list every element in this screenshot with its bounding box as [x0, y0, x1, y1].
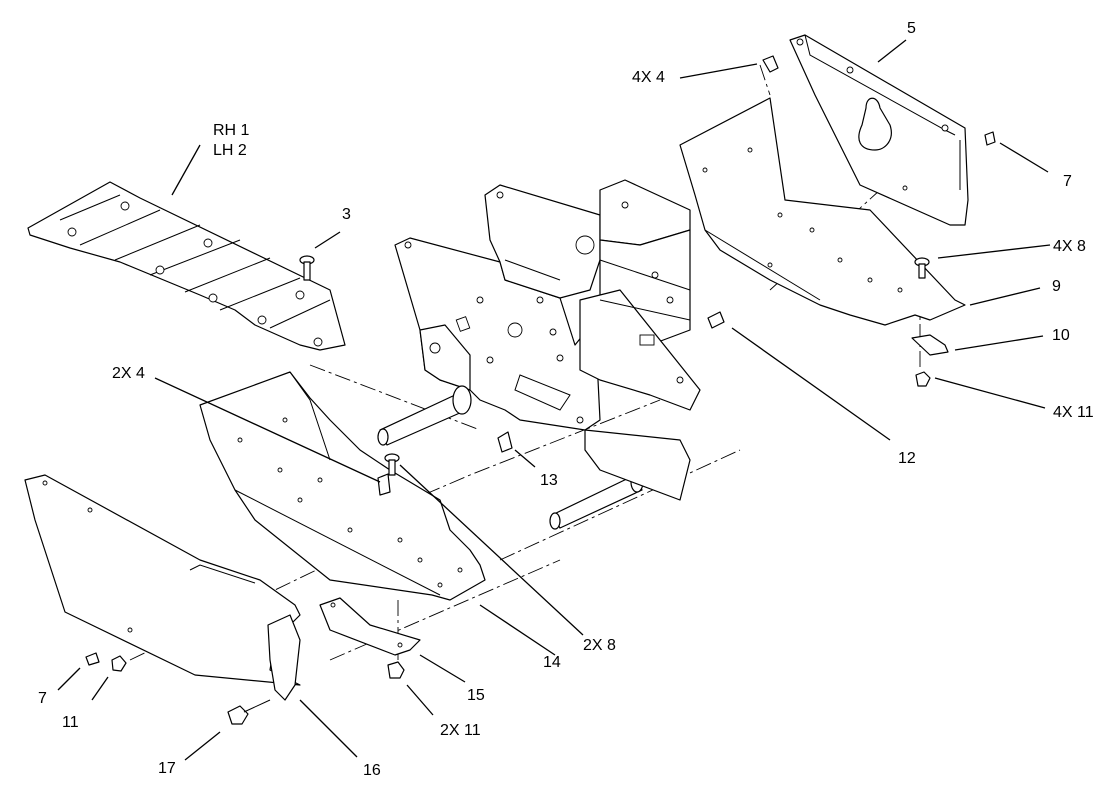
- bolt-17-icon: [227, 705, 249, 725]
- callout-lh2: LH 2: [213, 142, 247, 159]
- bracket-10-icon: [911, 334, 949, 356]
- bracket-13-icon: [497, 431, 513, 453]
- callout-16: 16: [363, 762, 381, 779]
- callout-11: 11: [62, 714, 79, 731]
- callout-2x11: 2X 11: [440, 722, 481, 739]
- callout-17: 17: [158, 760, 176, 777]
- bolt-12-icon: [707, 311, 725, 329]
- left-hardware: [85, 453, 405, 725]
- floor-pan-14: [199, 371, 486, 601]
- cover-5: [789, 34, 969, 226]
- callout-5: 5: [907, 20, 916, 37]
- bolt-7-right-icon: [984, 131, 996, 146]
- callout-15: 15: [467, 687, 485, 704]
- nut-11-left-icon: [111, 655, 127, 672]
- main-frame: [394, 179, 701, 431]
- right-hardware: [707, 55, 996, 387]
- callout-12: 12: [898, 450, 916, 467]
- nut-11-center-icon: [387, 661, 405, 679]
- brace-15: [319, 597, 421, 656]
- callout-2x4: 2X 4: [112, 365, 145, 382]
- callout-labels: RH 1 LH 2 3 4X 4 5 7 4X 8 9 10 4X 11 12 …: [38, 20, 1094, 779]
- callout-7-right: 7: [1063, 173, 1072, 190]
- foot-plate: [27, 181, 346, 351]
- bolt-7-left-icon: [85, 652, 100, 666]
- callout-14: 14: [543, 654, 561, 671]
- fastener-3-icon: [299, 255, 315, 281]
- callout-3: 3: [342, 206, 351, 223]
- callout-9: 9: [1052, 278, 1061, 295]
- axle-shafts: [377, 385, 691, 530]
- bracket-16: [267, 614, 301, 701]
- bracket-4-left-icon: [377, 473, 391, 496]
- panel-9: [679, 97, 966, 326]
- callout-4x11: 4X 11: [1053, 404, 1094, 421]
- callout-13: 13: [540, 472, 558, 489]
- callout-rh1: RH 1: [213, 122, 250, 139]
- callout-4x4: 4X 4: [632, 69, 665, 86]
- clip-4-icon: [762, 55, 779, 73]
- callout-4x8: 4X 8: [1053, 238, 1086, 255]
- leader-lines: [57, 39, 1051, 761]
- nut-11-right-icon: [915, 371, 931, 387]
- callout-10: 10: [1052, 327, 1070, 344]
- callout-7-left: 7: [38, 690, 47, 707]
- callout-2x8: 2X 8: [583, 637, 616, 654]
